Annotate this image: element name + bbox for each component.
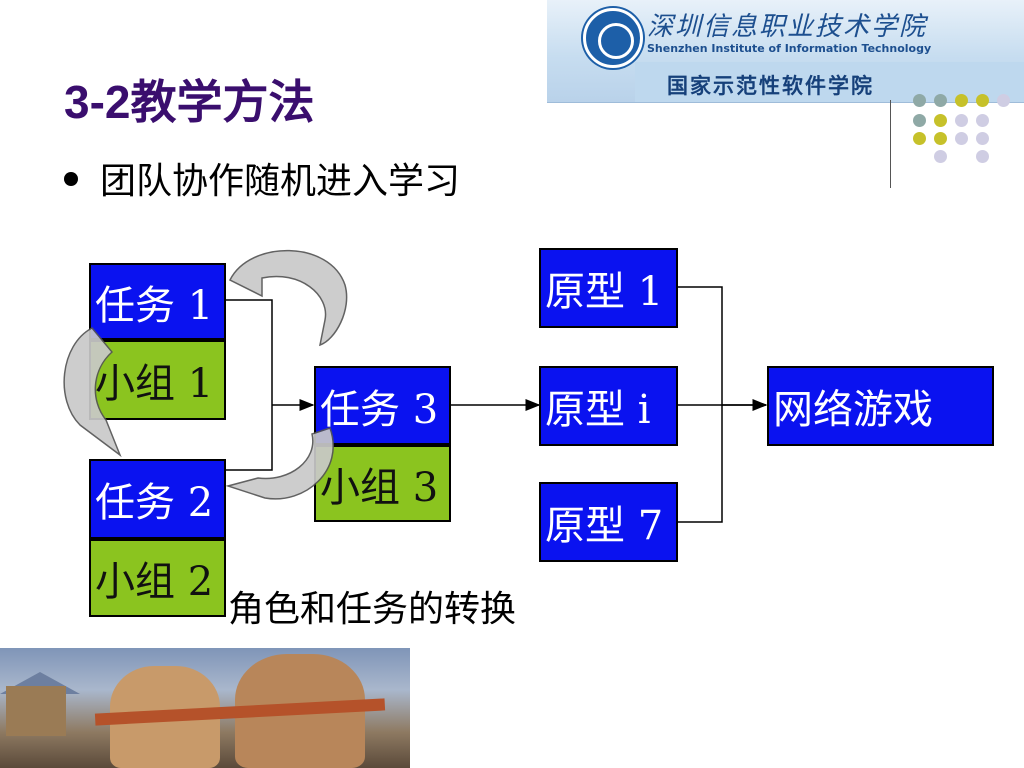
dot-icon bbox=[976, 150, 989, 163]
house bbox=[6, 686, 66, 736]
dot-icon bbox=[913, 94, 926, 107]
bullet-text: 团队协作随机进入学习 bbox=[100, 161, 461, 202]
online-game-box: 网络游戏 bbox=[767, 366, 994, 446]
bullet-dot-icon bbox=[64, 172, 78, 186]
game-screenshot-image bbox=[0, 648, 410, 768]
group-2-box: 小组 2 bbox=[89, 539, 226, 617]
diagram-caption: 角色和任务的转换 bbox=[228, 589, 517, 630]
dot-icon bbox=[913, 114, 926, 127]
dot-icon bbox=[976, 132, 989, 145]
connector-tasks-merge bbox=[224, 299, 273, 471]
dot-icon bbox=[955, 114, 968, 127]
institute-name-en: Shenzhen Institute of Information Techno… bbox=[647, 42, 932, 55]
prototype-7-box: 原型 7 bbox=[539, 482, 678, 562]
task-1-box: 任务 1 bbox=[89, 263, 226, 340]
curved-swap-arrow-icon bbox=[63, 327, 122, 458]
dot-icon bbox=[934, 114, 947, 127]
dot-icon bbox=[913, 132, 926, 145]
seal-inner-ring bbox=[598, 23, 634, 59]
dot-icon bbox=[955, 132, 968, 145]
curved-swap-arrow-icon bbox=[225, 427, 334, 500]
institute-tagline: 国家示范性软件学院 bbox=[667, 74, 874, 98]
dot-icon bbox=[976, 94, 989, 107]
divider-line bbox=[890, 100, 891, 188]
dot-icon bbox=[934, 94, 947, 107]
dot-icon bbox=[997, 94, 1010, 107]
task-2-box: 任务 2 bbox=[89, 459, 226, 539]
curved-swap-arrow-icon bbox=[228, 249, 348, 347]
prototype-1-box: 原型 1 bbox=[539, 248, 678, 328]
institute-seal-icon bbox=[583, 8, 643, 68]
task-3-box: 任务 3 bbox=[314, 366, 451, 445]
prototype-i-box: 原型 i bbox=[539, 366, 678, 446]
institute-name-cn: 深圳信息职业技术学院 bbox=[647, 12, 928, 42]
dot-icon bbox=[976, 114, 989, 127]
group-3-box: 小组 3 bbox=[314, 445, 451, 522]
dot-icon bbox=[934, 150, 947, 163]
dot-icon bbox=[955, 94, 968, 107]
dot-icon bbox=[934, 132, 947, 145]
slide-title: 3-2教学方法 bbox=[64, 76, 315, 128]
